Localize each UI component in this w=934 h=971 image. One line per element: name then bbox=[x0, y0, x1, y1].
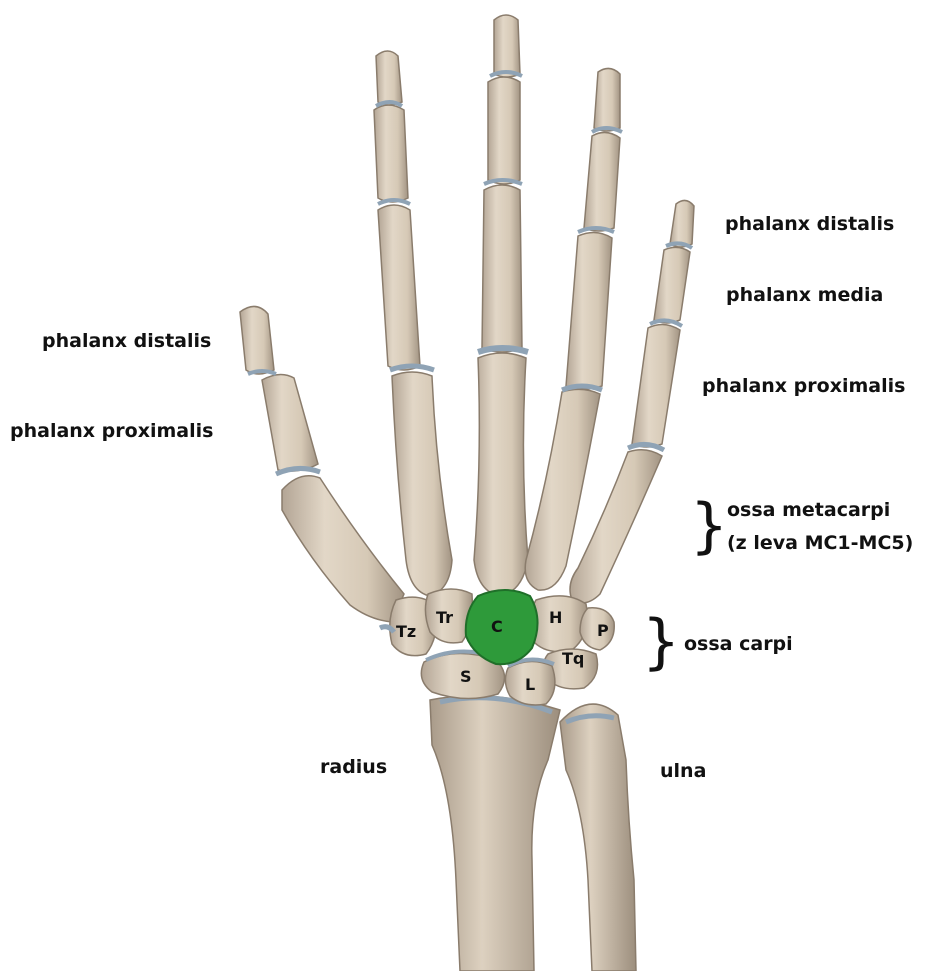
metacarpi-brace: } bbox=[690, 496, 728, 556]
label-ulna: ulna bbox=[660, 760, 706, 784]
radius-bone bbox=[430, 696, 560, 971]
label-ossa-carpi: ossa carpi bbox=[684, 633, 793, 657]
label-radius: radius bbox=[320, 756, 387, 780]
label-phalanx-distalis-left: phalanx distalis bbox=[42, 330, 211, 354]
carpal-label-h: H bbox=[549, 608, 562, 627]
thumb-bones bbox=[240, 306, 404, 622]
label-phalanx-media-right: phalanx media bbox=[726, 284, 883, 308]
carpal-label-tr: Tr bbox=[436, 608, 453, 627]
label-phalanx-distalis-right: phalanx distalis bbox=[725, 213, 894, 237]
carpi-brace: } bbox=[642, 612, 680, 672]
carpal-label-l: L bbox=[525, 675, 535, 694]
label-ossa-metacarpi: ossa metacarpi bbox=[727, 499, 890, 523]
index-finger-bones bbox=[374, 51, 452, 596]
carpal-label-s: S bbox=[460, 667, 472, 686]
middle-finger-bones bbox=[474, 15, 528, 596]
carpal-label-c: C bbox=[491, 617, 503, 636]
carpal-label-p: P bbox=[597, 621, 609, 640]
ulna-bone bbox=[560, 704, 636, 971]
carpal-label-tq: Tq bbox=[562, 649, 584, 668]
label-phalanx-proximalis-right: phalanx proximalis bbox=[702, 375, 905, 399]
label-phalanx-proximalis-left: phalanx proximalis bbox=[10, 420, 213, 444]
label-metacarpi-order: (z leva MC1-MC5) bbox=[727, 532, 913, 556]
carpal-label-tz: Tz bbox=[396, 622, 416, 641]
